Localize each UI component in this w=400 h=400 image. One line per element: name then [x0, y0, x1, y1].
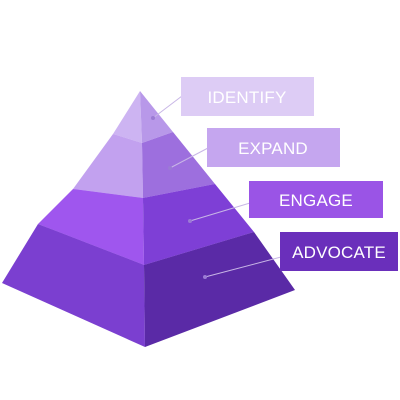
tier-engage-dot [188, 219, 192, 223]
tier-engage-right-face [143, 184, 254, 265]
tier-expand: EXPAND [73, 128, 340, 198]
tier-expand-label: EXPAND [238, 139, 308, 158]
tier-engage-left-face [38, 189, 144, 265]
tier-engage-label: ENGAGE [279, 191, 353, 210]
tier-advocate: ADVOCATE [2, 224, 398, 347]
tier-advocate-label: ADVOCATE [292, 243, 386, 262]
tier-identify: IDENTIFY [113, 77, 314, 143]
tier-identify-connector [152, 95, 183, 119]
tier-identify-label: IDENTIFY [207, 88, 286, 107]
tier-advocate-right-face [144, 232, 295, 347]
tier-advocate-label-box [280, 232, 398, 271]
tier-expand-dot [168, 166, 172, 170]
tier-engage-label-box [249, 181, 383, 218]
tier-identify-left-face [113, 91, 142, 143]
tier-advocate-connector [204, 256, 282, 278]
tier-identify-right-face [140, 91, 173, 143]
tier-advocate-left-face [2, 224, 145, 347]
tier-expand-right-face [142, 132, 215, 198]
tier-advocate-dot [203, 275, 207, 279]
tier-identify-dot [151, 116, 155, 120]
tier-engage: ENGAGE [38, 181, 383, 265]
tier-expand-label-box [207, 128, 340, 167]
tier-engage-connector [189, 202, 251, 222]
tier-expand-left-face [73, 134, 143, 198]
tier-expand-connector [169, 147, 209, 169]
tier-identify-label-box [181, 77, 314, 116]
